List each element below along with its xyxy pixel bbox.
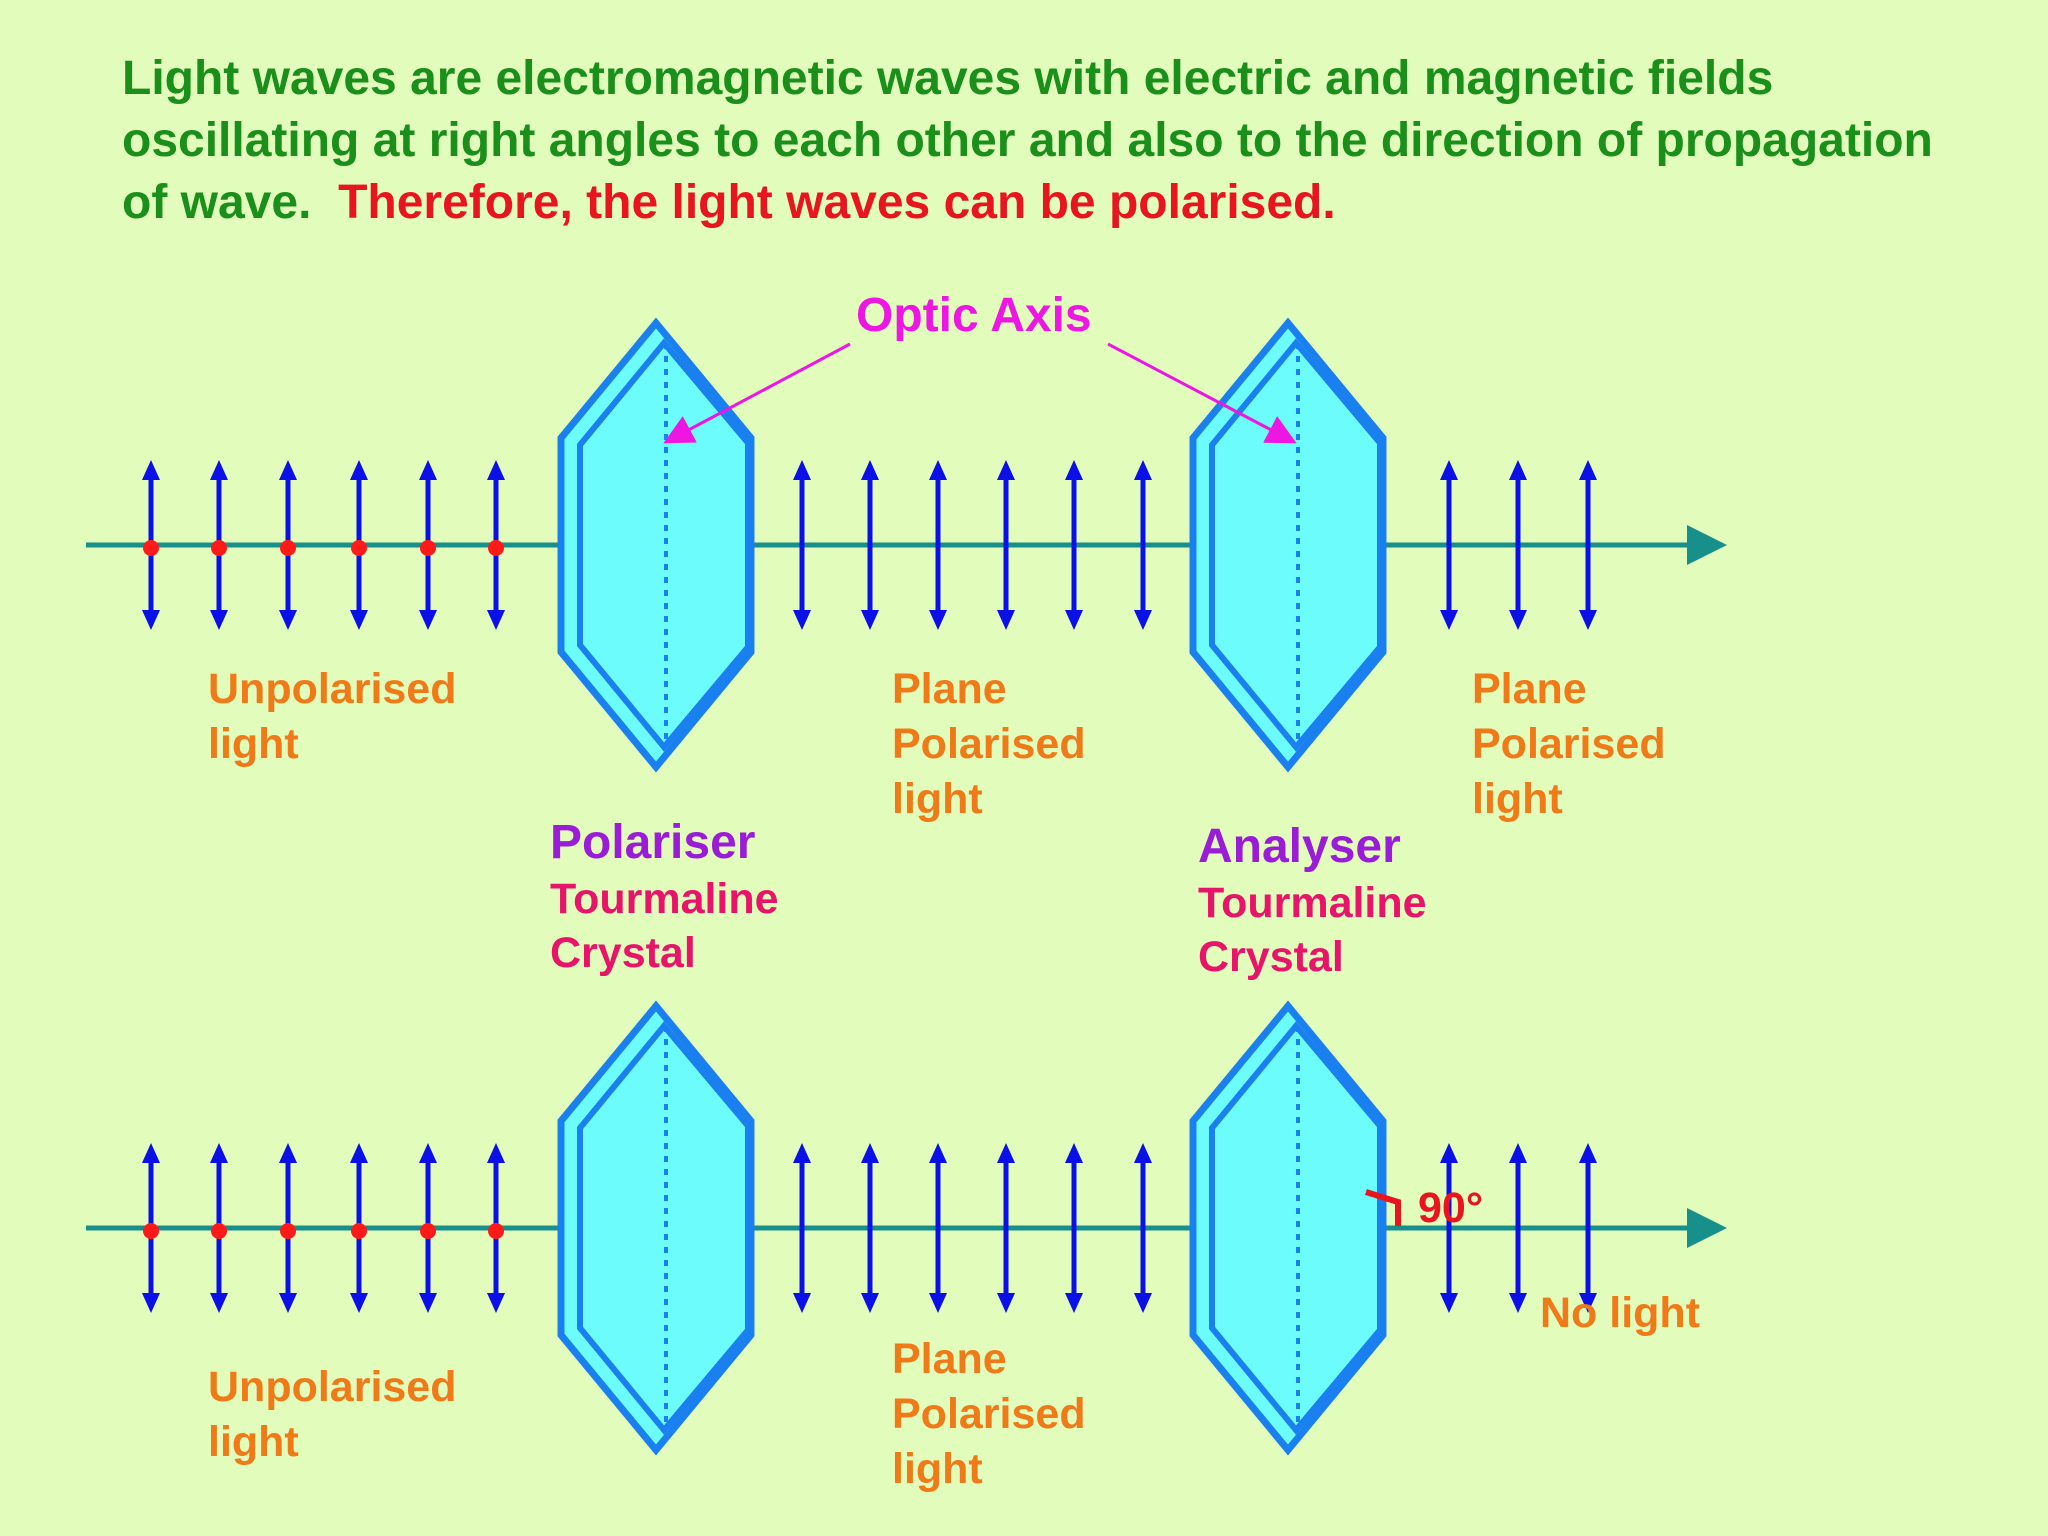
output-arrow-bottom-2-head-down <box>1509 1293 1527 1313</box>
unpolarised-arrow-bottom-1-head-up <box>142 1143 160 1163</box>
polarised-arrow-top-1-head-down <box>793 610 811 630</box>
output-arrow-bottom-2-head-up <box>1509 1143 1527 1163</box>
polarised-arrow-top-6-head-up <box>1134 460 1152 480</box>
optic-axis-label: Optic Axis <box>856 289 1092 342</box>
unpolarised-dot-bottom-5 <box>420 1223 436 1239</box>
unpolarised-arrow-top-5-head-up <box>419 460 437 480</box>
output-arrow-top-2-head-up <box>1509 460 1527 480</box>
output-arrow-bottom-1-head-down <box>1440 1293 1458 1313</box>
output-arrow-top-1-head-down <box>1440 610 1458 630</box>
polarised-arrow-bottom-2-head-up <box>861 1143 879 1163</box>
angle-90-label: 90° <box>1418 1184 1484 1232</box>
unpolarised-arrow-bottom-5-head-down <box>419 1293 437 1313</box>
polarised-arrow-top-5-head-down <box>1065 610 1083 630</box>
output-arrow-top-3-head-down <box>1579 610 1597 630</box>
output-arrow-bottom-3-head-down <box>1579 1293 1597 1313</box>
unpolarised-dot-top-6 <box>488 540 504 556</box>
intro-paragraph: Light waves are electromagnetic waves wi… <box>122 48 1982 234</box>
unpolarised-dot-top-4 <box>351 540 367 556</box>
output-arrow-top-2-head-down <box>1509 610 1527 630</box>
unpolarised-arrow-top-3-head-up <box>279 460 297 480</box>
unpolarised-arrow-top-6-head-up <box>487 460 505 480</box>
unpolarised-arrow-bottom-3-head-up <box>279 1143 297 1163</box>
output-arrow-top-1-head-up <box>1440 460 1458 480</box>
polarised-arrow-top-5-head-up <box>1065 460 1083 480</box>
polarised-arrow-top-2-head-up <box>861 460 879 480</box>
unpolarised-arrow-top-3-head-down <box>279 610 297 630</box>
polarised-arrow-bottom-5-head-up <box>1065 1143 1083 1163</box>
polarised-arrow-bottom-6-head-down <box>1134 1293 1152 1313</box>
polarised-arrow-top-4-head-down <box>997 610 1015 630</box>
polarised-arrow-bottom-2-head-down <box>861 1293 879 1313</box>
unpolarised-arrow-bottom-2-head-down <box>210 1293 228 1313</box>
polarised-arrow-top-4-head-up <box>997 460 1015 480</box>
no-light-label: No light <box>1540 1289 1701 1337</box>
unpolarised-arrow-bottom-4-head-up <box>350 1143 368 1163</box>
polarised-arrow-top-6-head-down <box>1134 610 1152 630</box>
unpolarised-arrow-top-2-head-down <box>210 610 228 630</box>
unpolarised-dot-top-3 <box>280 540 296 556</box>
polarised-arrow-bottom-4-head-down <box>997 1293 1015 1313</box>
unpolarised-arrow-bottom-6-head-up <box>487 1143 505 1163</box>
polarised-arrow-top-2-head-down <box>861 610 879 630</box>
polarised-arrow-bottom-4-head-up <box>997 1143 1015 1163</box>
polarised-arrow-bottom-1-head-down <box>793 1293 811 1313</box>
unpolarised-arrow-bottom-3-head-down <box>279 1293 297 1313</box>
output-arrow-bottom-1-head-up <box>1440 1143 1458 1163</box>
unpolarised-arrow-bottom-2-head-up <box>210 1143 228 1163</box>
optic-axis-pointer-analyser <box>1107 342 1297 444</box>
intro-text: Light waves are electromagnetic waves wi… <box>122 52 1933 229</box>
unpolarised-dot-top-1 <box>143 540 159 556</box>
crystals <box>557 317 1387 1456</box>
intro-emphasis: Therefore, the light waves can be polari… <box>338 176 1336 229</box>
unpolarised-arrow-top-6-head-down <box>487 610 505 630</box>
polariser-name: Polariser <box>550 816 756 869</box>
unpolarised-dot-bottom-1 <box>143 1223 159 1239</box>
polarised-arrow-bottom-1-head-up <box>793 1143 811 1163</box>
polarised-arrow-bottom-6-head-up <box>1134 1143 1152 1163</box>
unpolarised-arrow-top-4-head-down <box>350 610 368 630</box>
polarised-arrow-bottom-3-head-up <box>929 1143 947 1163</box>
unpolarised-arrow-bottom-5-head-up <box>419 1143 437 1163</box>
polarised-arrow-bottom-3-head-down <box>929 1293 947 1313</box>
unpolarised-dot-bottom-4 <box>351 1223 367 1239</box>
unpolarised-dot-bottom-3 <box>280 1223 296 1239</box>
unpolarised-arrow-top-5-head-down <box>419 610 437 630</box>
unpolarised-dot-top-5 <box>420 540 436 556</box>
polarised-arrow-top-1-head-up <box>793 460 811 480</box>
unpolarised-arrow-bottom-4-head-down <box>350 1293 368 1313</box>
polarised-arrow-top-3-head-down <box>929 610 947 630</box>
unpolarised-arrow-top-4-head-up <box>350 460 368 480</box>
unpolarised-arrow-top-1-head-down <box>142 610 160 630</box>
unpolarised-dot-bottom-6 <box>488 1223 504 1239</box>
right-angle-mark <box>1365 1189 1401 1226</box>
polarised-arrow-bottom-5-head-down <box>1065 1293 1083 1313</box>
polarised-arrow-top-3-head-up <box>929 460 947 480</box>
optic-axis-pointers <box>663 342 1297 444</box>
unpolarised-arrow-top-1-head-up <box>142 460 160 480</box>
analyser-name: Analyser <box>1198 820 1401 873</box>
propagation-axes <box>86 525 1727 1248</box>
vibration-arrows <box>142 460 1597 1313</box>
unpolarised-dot-bottom-2 <box>211 1223 227 1239</box>
optic-axis-pointer-polariser <box>663 342 851 444</box>
unpolarised-arrow-bottom-6-head-down <box>487 1293 505 1313</box>
output-arrow-bottom-3-head-up <box>1579 1143 1597 1163</box>
angle-marks <box>1365 1189 1401 1226</box>
unpolarised-arrow-bottom-1-head-down <box>142 1293 160 1313</box>
output-arrow-top-3-head-up <box>1579 460 1597 480</box>
unpolarised-dot-top-2 <box>211 540 227 556</box>
unpolarised-arrow-top-2-head-up <box>210 460 228 480</box>
